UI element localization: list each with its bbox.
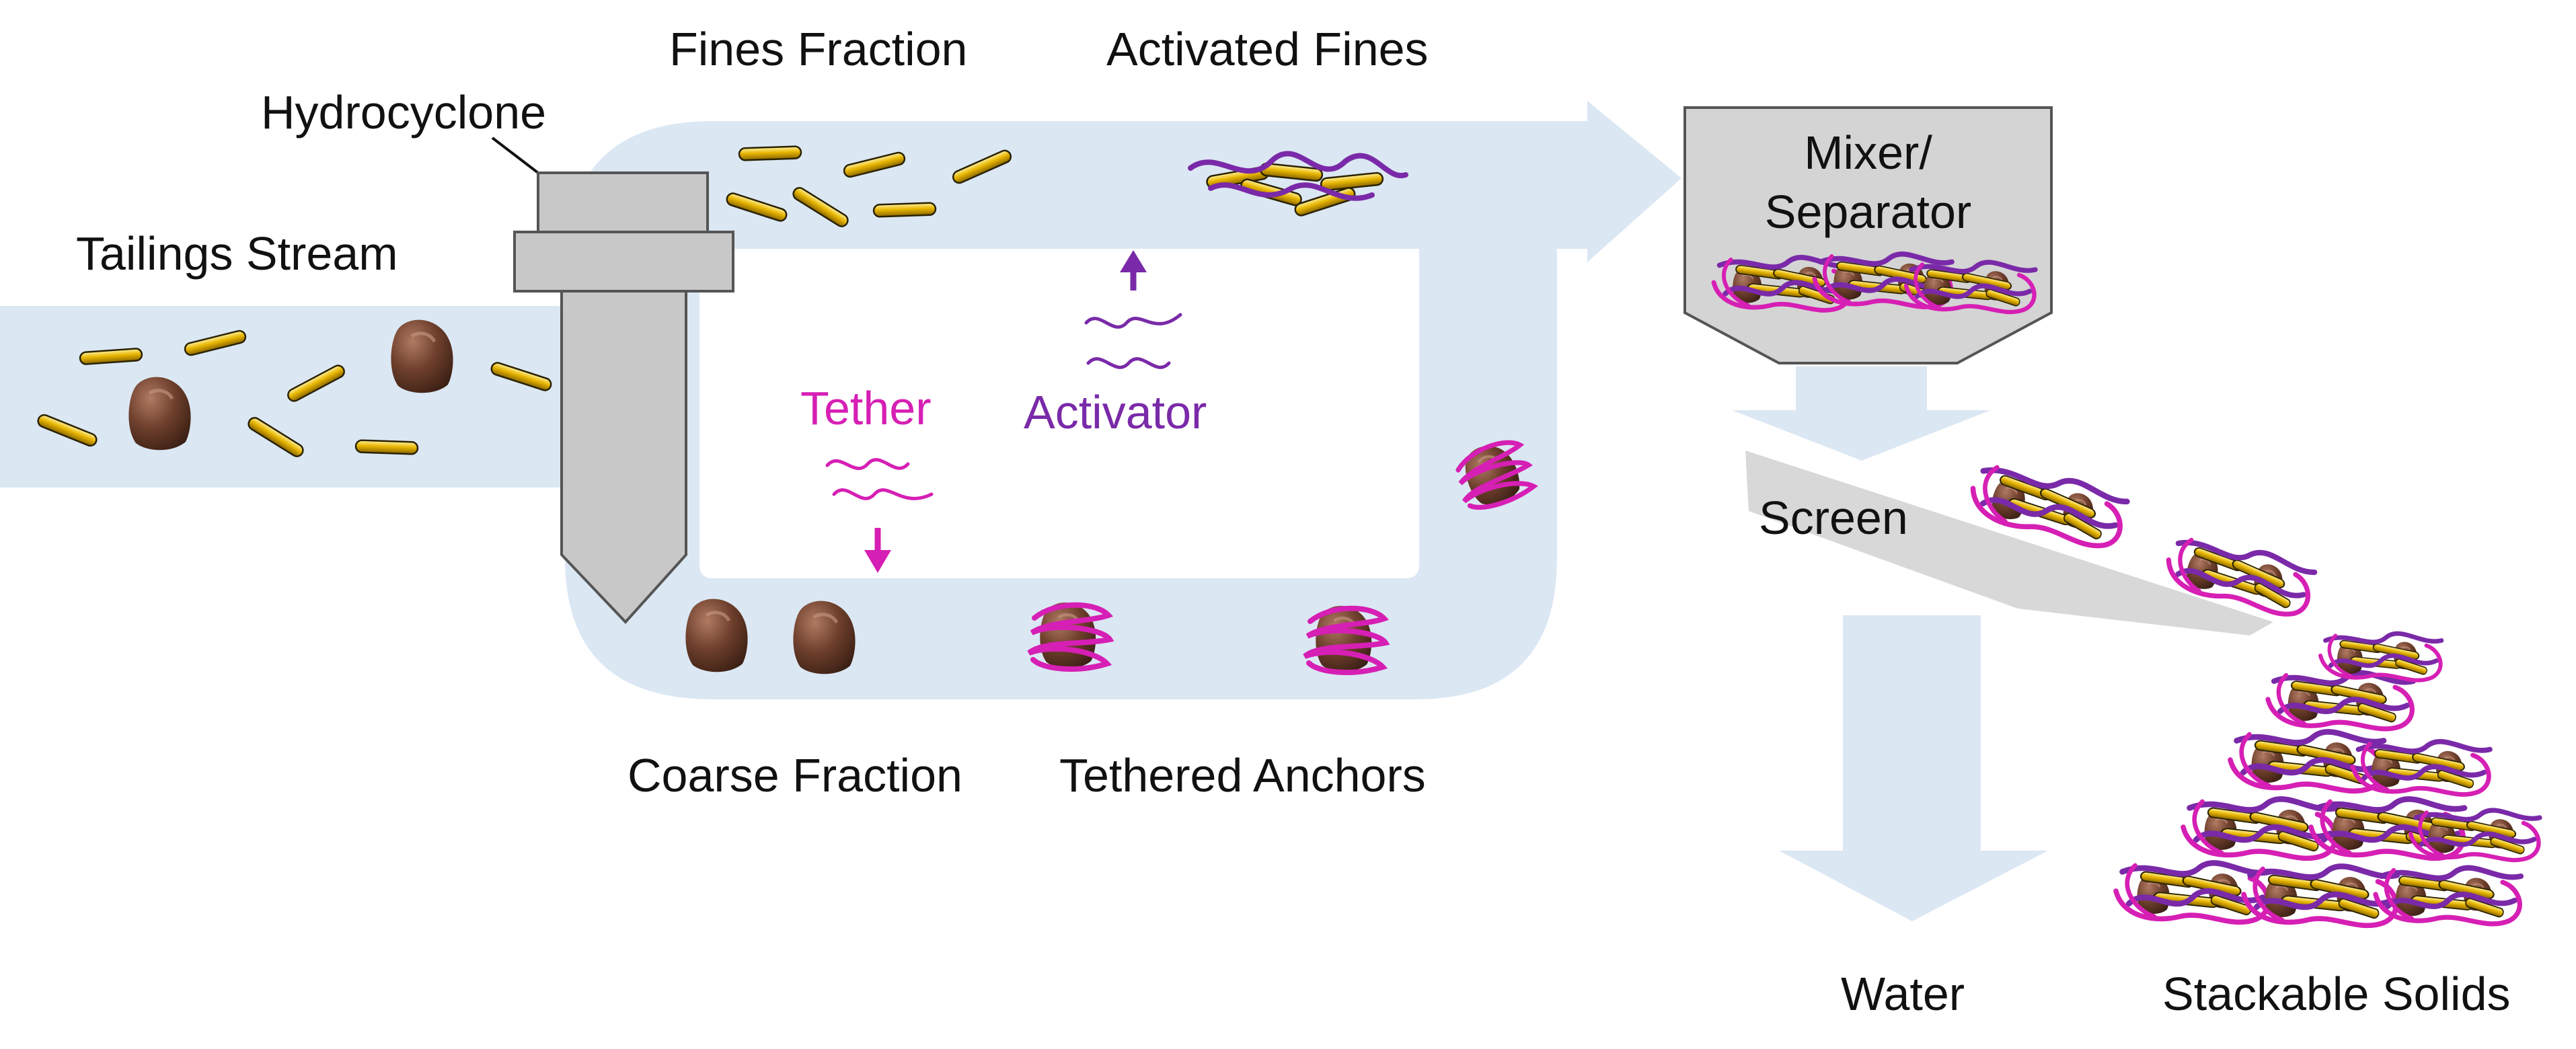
hydrocyclone [491, 137, 734, 624]
mixer-separator-label: Mixer/ Separator [1725, 129, 2011, 235]
fines-fraction-label: Fines Fraction [669, 23, 968, 75]
hydrocyclone-leader-line [491, 137, 539, 174]
tailings-stream-label: Tailings Stream [76, 227, 398, 280]
tethered-anchors-label: Tethered Anchors [1059, 749, 1426, 802]
mixer-output-arrow [1732, 366, 1991, 461]
tether-reagent [825, 458, 934, 573]
activated-fines-cluster [1188, 151, 1408, 219]
activator-arrow [1120, 250, 1147, 272]
screen-chute [1745, 451, 2273, 635]
coarse-fraction-label: Coarse Fraction [628, 749, 962, 802]
mixer-separator [1683, 106, 2053, 364]
water-arrow [1779, 615, 2048, 921]
tether-arrow [864, 550, 891, 573]
tether-label: Tether [800, 382, 932, 434]
screen-label: Screen [1759, 492, 1908, 544]
mixer-hopper [1683, 106, 2053, 364]
activated-fines-label: Activated Fines [1106, 23, 1429, 75]
fines-rod [354, 439, 419, 455]
activator-reagent [1084, 250, 1182, 369]
stackable-solids-pile [2116, 633, 2540, 925]
hydrocyclone-cone [560, 290, 687, 624]
activator-label: Activator [1024, 386, 1207, 438]
stackable-solids-label: Stackable Solids [2162, 968, 2511, 1020]
stream-channels [0, 101, 1681, 699]
hydrocyclone-cap [537, 171, 709, 235]
hydrocyclone-collar [513, 231, 734, 293]
process-loop [565, 101, 1681, 699]
mixer-label-line1: Mixer/ [1804, 126, 1932, 179]
water-label: Water [1841, 968, 1965, 1020]
mixer-label-line2: Separator [1764, 186, 1972, 238]
hydrocyclone-label: Hydrocyclone [261, 86, 547, 139]
